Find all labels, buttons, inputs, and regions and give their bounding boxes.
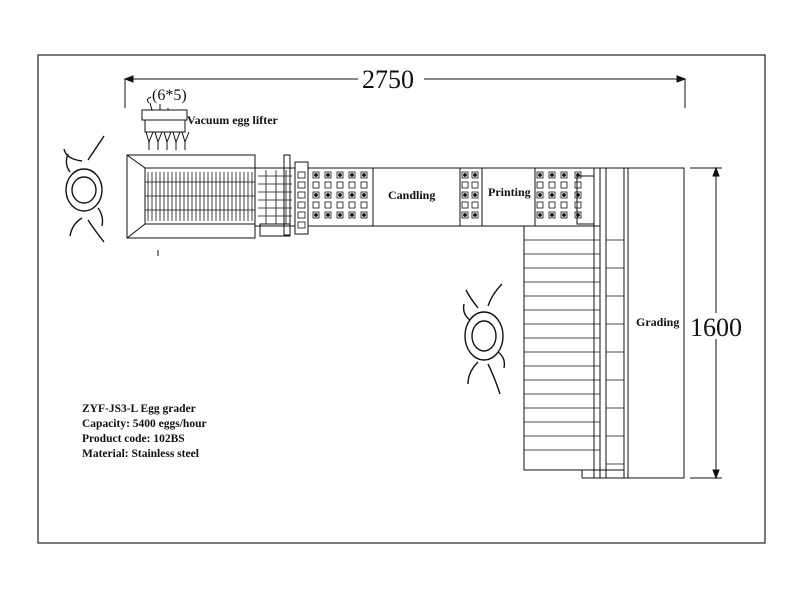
height-dimension-label: 1600: [690, 313, 742, 342]
spec-material: Material: Stainless steel: [82, 448, 199, 460]
spec-product-code: Product code: 102BS: [82, 433, 185, 445]
spec-capacity: Capacity: 5400 eggs/hour: [82, 418, 207, 430]
loading-table: [126, 154, 256, 256]
main-processing-line: [307, 167, 595, 227]
printing-label: Printing: [488, 185, 531, 199]
grading-label: Grading: [636, 315, 679, 329]
grading-unit: [523, 167, 685, 479]
transfer-conveyor: [254, 154, 309, 237]
operator-figure-right: [462, 283, 506, 395]
egg-tray-cells-2: [461, 171, 479, 219]
length-dimension-label: 2750: [362, 65, 414, 94]
candling-label: Candling: [388, 188, 435, 202]
drawing-frame: [37, 54, 766, 544]
egg-tray-cells-3: [536, 171, 582, 219]
vacuum-egg-lifter: [141, 96, 190, 150]
egg-tray-cells-1: [312, 171, 368, 219]
spec-block: ZYF-JS3-L Egg grader Capacity: 5400 eggs…: [82, 402, 207, 462]
spec-model: ZYF-JS3-L Egg grader: [82, 403, 196, 415]
lifter-count-label: (6*5): [152, 87, 187, 104]
vacuum-lifter-label: Vacuum egg lifter: [187, 113, 279, 127]
operator-figure-left: [63, 135, 105, 243]
